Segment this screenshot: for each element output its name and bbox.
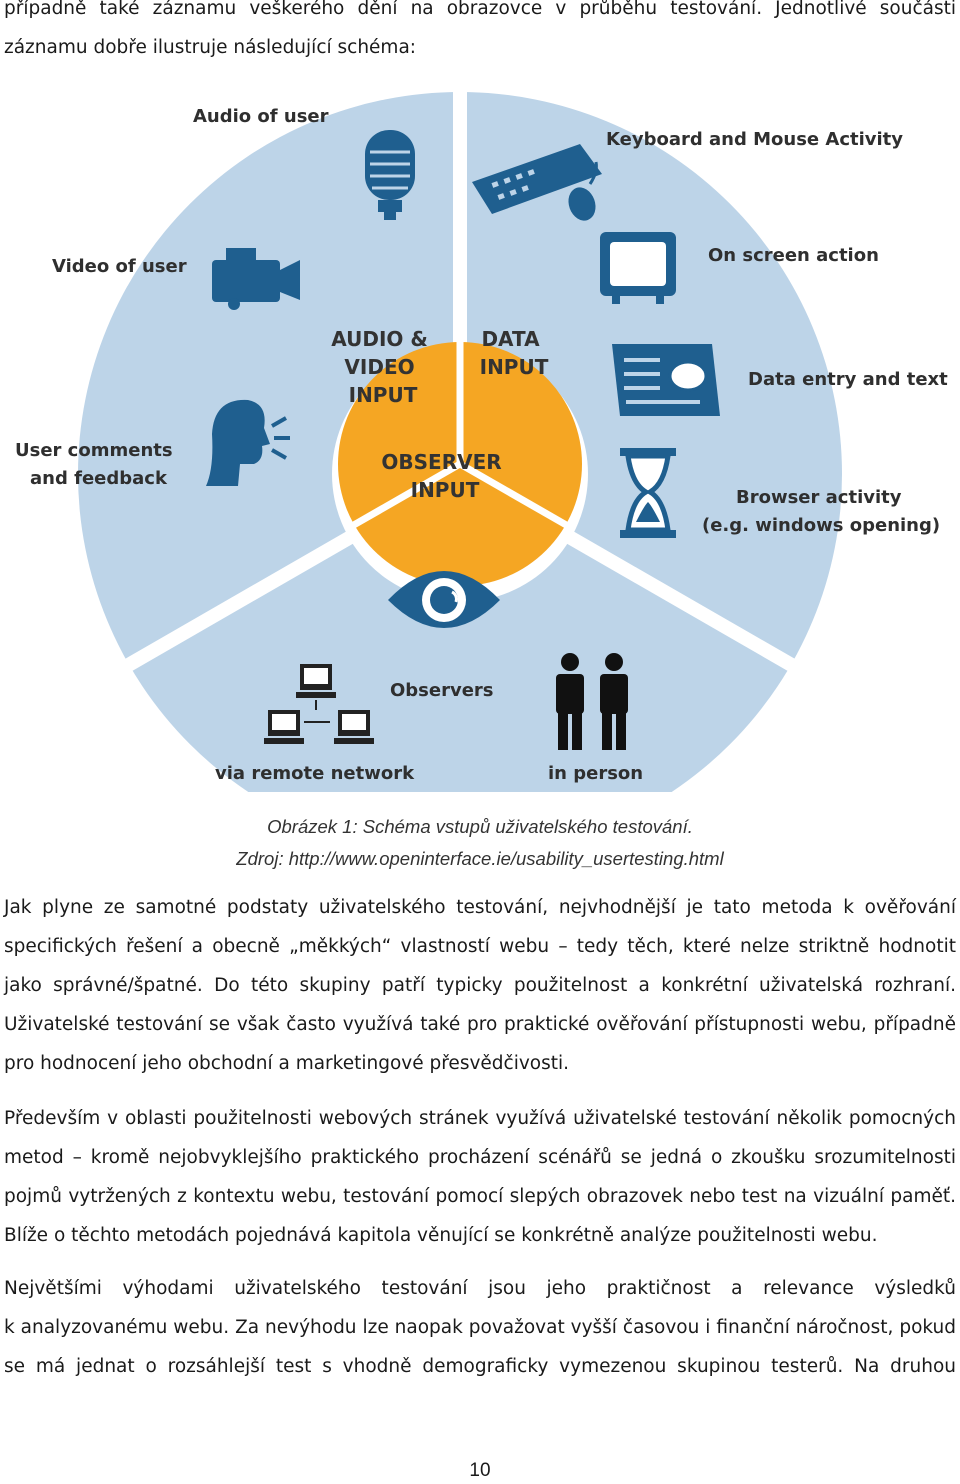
- audio-video-input-label: AUDIO & VIDEO INPUT: [331, 327, 435, 407]
- text-line: Uživatelské testování se však často využ…: [4, 1014, 956, 1035]
- video-of-user-label: Video of user: [52, 256, 187, 277]
- text-line: pojmů vytržených z kontextu webu, testov…: [4, 1186, 956, 1207]
- figure-source: Zdroj: http://www.openinterface.ie/usabi…: [236, 848, 724, 869]
- in-person-label: in person: [548, 763, 643, 784]
- speaking-head-icon: [206, 399, 290, 486]
- video-camera-icon: [212, 248, 300, 310]
- text-line: metod – kromě nejobvyklejšího praktickéh…: [4, 1147, 956, 1168]
- intro-paragraph: případně také záznamu veškerého dění na …: [4, 0, 956, 67]
- text-line: specifických řešení a obecně „měkkých“ v…: [4, 936, 956, 957]
- figure-caption: Obrázek 1: Schéma vstupů uživatelského t…: [267, 816, 693, 837]
- text-line: případně také záznamu veškerého dění na …: [4, 0, 956, 19]
- page-number: 10: [469, 1460, 491, 1481]
- paragraph: Především v oblasti použitelnosti webový…: [4, 1099, 956, 1255]
- browser-activity-label: Browser activity (e.g. windows opening): [702, 487, 940, 536]
- text-line: k analyzovanému webu. Za nevýhodu lze na…: [4, 1317, 956, 1338]
- user-comments-label: User comments and feedback: [15, 440, 179, 489]
- keyboard-mouse-label: Keyboard and Mouse Activity: [606, 129, 903, 150]
- document-icon: [612, 344, 720, 416]
- text-line: pro hodnocení jeho obchodní a marketingo…: [4, 1053, 570, 1074]
- text-line: Jak plyne ze samotné podstaty uživatelsk…: [4, 897, 956, 918]
- people-icon: [556, 653, 628, 750]
- via-remote-network-label: via remote network: [215, 763, 415, 784]
- keyboard-mouse-icon: [472, 144, 602, 221]
- observers-label: Observers: [390, 680, 494, 701]
- paragraph: Největšími výhodami uživatelského testov…: [4, 1269, 956, 1386]
- network-computers-icon: [264, 664, 374, 744]
- hourglass-icon: [620, 448, 676, 538]
- audio-of-user-label: Audio of user: [193, 106, 329, 127]
- on-screen-action-label: On screen action: [708, 245, 879, 266]
- text-line: se má jednat o rozsáhlejší test s vhodně…: [4, 1356, 956, 1377]
- data-entry-label: Data entry and text: [748, 369, 948, 390]
- microphone-icon: [365, 130, 415, 220]
- paragraph: Jak plyne ze samotné podstaty uživatelsk…: [4, 888, 956, 1083]
- text-line: záznamu dobře ilustruje následující sché…: [4, 37, 417, 58]
- text-line: Blíže o těchto metodách pojednává kapito…: [4, 1225, 878, 1246]
- observer-input-label: OBSERVER INPUT: [381, 450, 508, 502]
- data-input-label: DATA INPUT: [480, 327, 549, 379]
- text-line: Především v oblasti použitelnosti webový…: [4, 1108, 956, 1129]
- tv-icon: [600, 232, 676, 304]
- inner-separators: [350, 340, 570, 530]
- usability-testing-diagram: AUDIO & VIDEO INPUT DATA INPUT OBSERVER …: [15, 82, 948, 792]
- eye-icon: [388, 571, 500, 628]
- text-line: Největšími výhodami uživatelského testov…: [4, 1278, 956, 1299]
- text-line: jako správné/špatné. Do této skupiny pat…: [4, 975, 956, 996]
